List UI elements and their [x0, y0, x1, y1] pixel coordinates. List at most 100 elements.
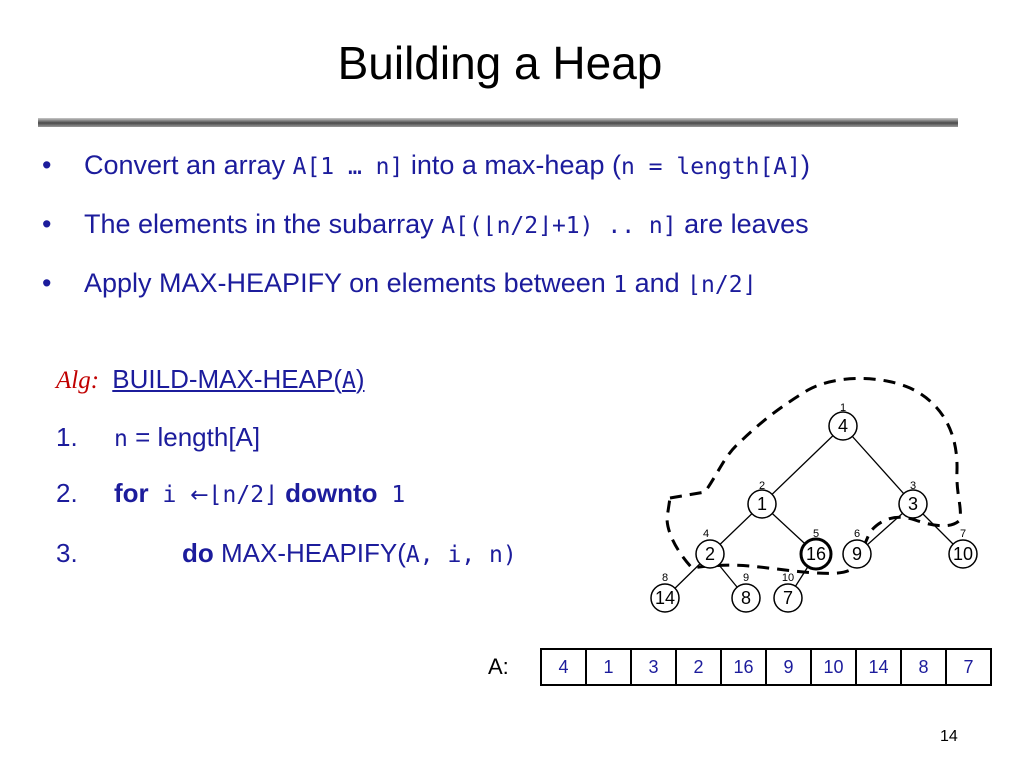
tree-node: 24	[695, 528, 725, 569]
page-number: 14	[940, 728, 958, 745]
array-cell: 1	[585, 648, 632, 686]
node-value: 9	[852, 544, 862, 564]
node-index: 1	[840, 402, 846, 414]
code-arg: A	[405, 542, 420, 568]
node-circle	[731, 583, 761, 613]
array-cell: 3	[630, 648, 677, 686]
bullet-text-part: into a max-heap (	[403, 150, 621, 180]
bullet-text: Apply MAX-HEAPIFY on elements between 1 …	[84, 268, 756, 299]
bullet-text: The elements in the subarray A[(⌊n/2⌋+1)…	[84, 209, 809, 240]
code-call: MAX-HEAPIFY(	[213, 538, 406, 568]
bullet-dot: •	[42, 268, 52, 298]
subarray-notation: A[(⌊n/2⌋+1) .. n]	[441, 213, 677, 239]
node-circle	[773, 583, 803, 613]
bullet-text: Convert an array A[1 … n] into a max-hea…	[84, 150, 810, 181]
bullet-dot: •	[42, 150, 52, 180]
array-cell: 10	[810, 648, 857, 686]
bullet-text-part: Apply MAX-HEAPIFY on elements between	[84, 268, 614, 298]
node-value: 14	[655, 588, 675, 608]
tree-node: 165	[799, 528, 833, 571]
tree-node: 148	[650, 572, 680, 613]
node-circle	[828, 411, 858, 441]
node-value: 8	[741, 588, 751, 608]
array-cell: 4	[540, 648, 587, 686]
node-value: 2	[705, 544, 715, 564]
node-circle	[799, 537, 833, 571]
line-number: 1.	[56, 422, 78, 452]
node-value: 3	[908, 494, 918, 514]
tree-node: 96	[842, 528, 872, 569]
tree-node: 33	[898, 480, 928, 519]
alg-name-text: BUILD-MAX-HEAP(	[112, 364, 342, 394]
bullet-text-part: and	[627, 268, 688, 298]
code-end: 1	[377, 482, 406, 508]
range-end: ⌊n/2⌋	[687, 272, 757, 298]
assign-arrow-icon: ←	[190, 483, 209, 508]
tree-node: 710	[773, 572, 803, 613]
node-circle	[842, 539, 872, 569]
length-notation: n = length[A]	[620, 154, 801, 180]
code-line-2: 2. for i ←⌊n/2⌋ downto 1	[56, 478, 405, 509]
tree-node: 12	[747, 480, 777, 519]
node-index: 6	[854, 528, 860, 540]
alg-close: )	[355, 364, 365, 394]
node-circle	[747, 489, 777, 519]
line-number: 2.	[56, 478, 78, 508]
node-index: 2	[759, 480, 765, 492]
node-circle	[898, 489, 928, 519]
node-index: 9	[743, 572, 749, 584]
alg-param: A	[341, 368, 356, 394]
array-cell: 2	[675, 648, 722, 686]
tree-node: 107	[948, 528, 978, 569]
node-circle	[948, 539, 978, 569]
title-divider	[38, 118, 958, 127]
node-index: 4	[703, 528, 709, 540]
array-cell: 16	[720, 648, 767, 686]
bullet-dot: •	[42, 209, 52, 239]
array-notation: A[1 … n]	[292, 154, 404, 180]
keyword-downto: downto	[285, 478, 378, 508]
bullet-text-part: The elements in the subarray	[84, 209, 442, 239]
code-rest: , i, n)	[419, 542, 517, 568]
node-index: 3	[910, 480, 916, 492]
tree-edge	[842, 425, 914, 505]
node-index: 5	[813, 528, 819, 540]
line-number: 3.	[56, 538, 78, 568]
bullet-text-part: are leaves	[676, 209, 809, 239]
array-cell: 14	[855, 648, 902, 686]
bullet-text-part: Convert an array	[84, 150, 293, 180]
internal-nodes-dashed-outline	[665, 377, 962, 575]
node-value: 16	[806, 544, 826, 564]
alg-label: Alg:	[56, 367, 100, 394]
node-value: 1	[757, 494, 767, 514]
range-start: 1	[613, 272, 628, 298]
node-value: 7	[783, 588, 793, 608]
array-cell: 8	[900, 648, 947, 686]
algorithm-heading: Alg: BUILD-MAX-HEAP(A)	[56, 364, 365, 395]
floor-range: ⌊n/2⌋	[208, 482, 278, 508]
bullet-text-part: )	[801, 150, 810, 180]
tree-edge	[761, 425, 844, 505]
node-value: 4	[838, 416, 848, 436]
node-index: 8	[662, 572, 668, 584]
tree-node: 89	[731, 572, 761, 613]
keyword-do: do	[182, 538, 214, 568]
array-cell: 7	[945, 648, 992, 686]
code-var: n	[114, 426, 128, 452]
node-index: 7	[960, 528, 966, 540]
node-circle	[695, 539, 725, 569]
code-text: = length[A]	[127, 422, 261, 452]
node-circle	[650, 583, 680, 613]
code-line-1: 1. n = length[A]	[56, 422, 260, 453]
code-var: i	[148, 482, 191, 508]
tree-node: 41	[828, 402, 858, 441]
node-index: 10	[782, 572, 794, 584]
array-label: A:	[488, 654, 509, 679]
keyword-for: for	[114, 478, 149, 508]
array-cell: 9	[765, 648, 812, 686]
node-value: 10	[953, 544, 973, 564]
